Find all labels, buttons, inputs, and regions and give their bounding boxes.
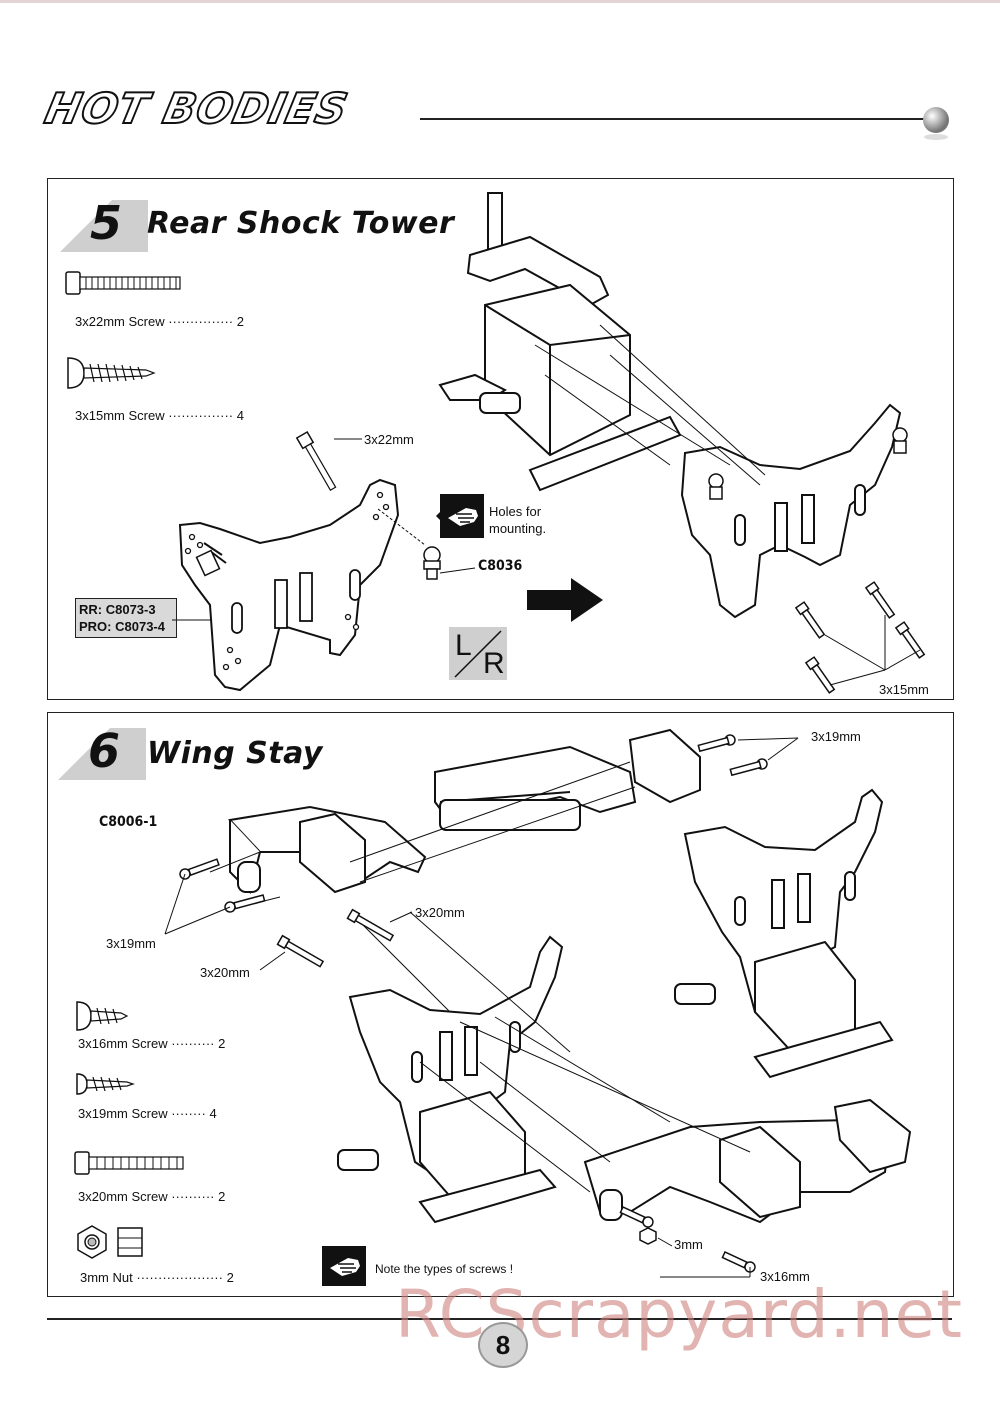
rear-shock-tower-drawing (178, 430, 476, 692)
step-5-badge-shadow (60, 200, 148, 252)
step-6-number: 6 (88, 724, 121, 778)
note-holes-line2: mounting. (489, 521, 547, 536)
step-5-title: Rear Shock Tower (147, 206, 455, 241)
screw-3x19-icon (76, 1073, 135, 1095)
parts-list-item: 3x15mm Screw ··············· 4 (75, 408, 244, 423)
parts-list-item: 3mm Nut ···················· 2 (80, 1270, 234, 1285)
lr-left-letter: L (455, 629, 472, 662)
page-number: 8 (478, 1322, 528, 1368)
header-rule (420, 118, 930, 120)
footer-rule (47, 1318, 952, 1320)
part-number-pro: PRO: C8073-4 (79, 619, 165, 634)
callout-3x20-b: 3x20mm (200, 965, 250, 980)
screw-3x15-icon (67, 357, 156, 389)
part-number-c8036: C8036 (478, 558, 523, 574)
note-holes-line1: Holes for (489, 504, 542, 519)
step-5-number: 5 (90, 196, 123, 250)
lr-right-letter: R (483, 647, 505, 680)
direction-arrow-icon (527, 578, 603, 622)
wing-stay-drawing (164, 728, 912, 1278)
callout-3mm: 3mm (674, 1237, 703, 1252)
top-border (0, 0, 1000, 3)
part-box-leader (172, 619, 210, 621)
callout-3x19-top: 3x19mm (811, 729, 861, 744)
screw-3x16-icon (76, 1001, 129, 1031)
callout-3x15: 3x15mm (879, 682, 929, 697)
nut-3mm-icon (77, 1225, 143, 1259)
parts-list-item: 3x20mm Screw ·········· 2 (78, 1189, 226, 1204)
parts-list-item: 3x16mm Screw ·········· 2 (78, 1036, 226, 1051)
part-number-rr: RR: C8073-3 (79, 602, 156, 617)
step-6-title: Wing Stay (147, 736, 323, 771)
part-number-box: RR: C8073-3 PRO: C8073-4 (75, 598, 177, 638)
callout-3x16: 3x16mm (760, 1269, 810, 1284)
screw-3x20-icon (74, 1151, 184, 1175)
callout-3x20-a: 3x20mm (415, 905, 465, 920)
callout-3x22: 3x22mm (364, 432, 414, 447)
parts-list-item: 3x19mm Screw ········ 4 (78, 1106, 217, 1121)
part-number-c8006-1: C8006-1 (99, 814, 158, 830)
hot-bodies-logo: HOT BODIES (40, 83, 354, 134)
note-screw-types: Note the types of screws ! (375, 1262, 514, 1276)
note-hand-icon (322, 1246, 366, 1286)
callout-3x19-left: 3x19mm (106, 936, 156, 951)
note-hand-icon (436, 494, 484, 538)
sphere-icon (923, 107, 949, 140)
left-right-badge: L R (449, 627, 507, 680)
screw-3x22-icon (65, 271, 181, 295)
gearbox-assembly-drawing (438, 192, 926, 694)
parts-list-item: 3x22mm Screw ··············· 2 (75, 314, 244, 329)
step-6-badge-shadow (58, 728, 146, 780)
